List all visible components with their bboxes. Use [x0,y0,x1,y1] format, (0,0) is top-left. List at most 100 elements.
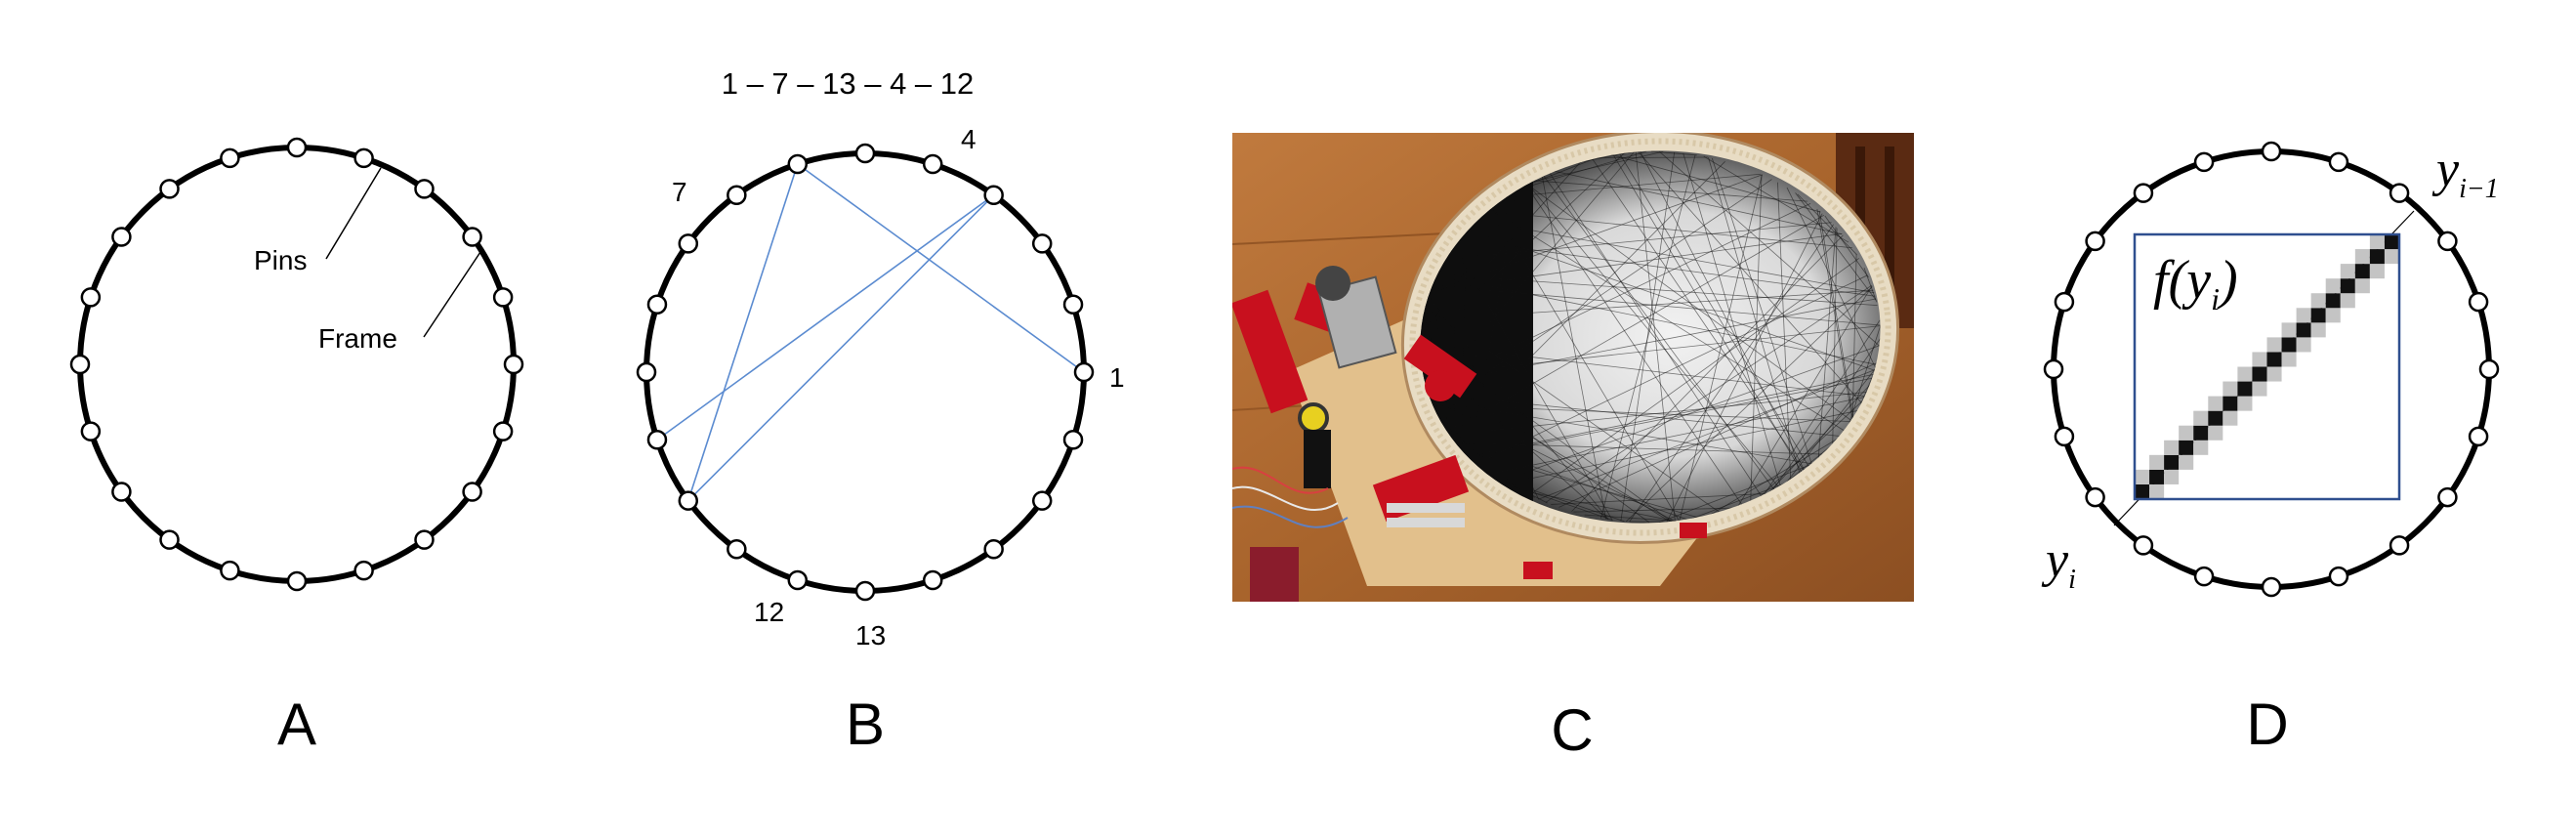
pin [159,529,180,550]
thread [1451,241,1613,521]
heatmap-cell [2164,440,2180,455]
heatmap-cell [2281,337,2297,353]
heatmap-cell [2384,234,2399,250]
thread [1548,170,1764,499]
pin [2478,358,2500,380]
thread [1511,484,1613,521]
heatmap-cell [2223,396,2238,411]
thread [1524,181,1782,490]
heatmap-cell [2369,249,2385,265]
thread [1551,492,1775,505]
heatmap-cell [2179,440,2194,455]
thread [1635,151,1676,522]
heatmap-cell [2149,469,2165,484]
thread [1473,373,1877,456]
pin [286,570,308,592]
thread [1428,203,1811,388]
heatmap-cell [2237,396,2253,411]
pin [353,147,374,169]
pin [727,538,747,560]
thread [1786,187,1878,371]
thread [1472,219,1875,294]
thread [1763,379,1875,500]
thread [1817,227,1837,465]
panel-b: 1 – 7 – 13 – 4 – 12 1 4 7 12 13 B [636,66,1125,757]
heatmap-cell [2310,308,2326,323]
thread [1612,153,1805,476]
pin [2389,183,2410,203]
frame-circle-b [644,150,1087,594]
heatmap-cell [2325,308,2341,323]
thread [1419,179,1530,339]
pin-label-13: 13 [855,620,886,651]
thread [1760,319,1881,500]
pin [2437,486,2458,508]
thread [1571,234,1844,512]
pin [2193,566,2215,587]
pin [1062,294,1084,315]
panel-c-letter: C [1551,697,1593,763]
heatmap-cell [2252,352,2267,367]
pin [80,287,102,308]
function-heatmap [2135,234,2399,499]
pin [1073,361,1095,383]
heatmap-cell [2354,264,2370,279]
thread [1481,210,1853,249]
pin [220,560,240,581]
heatmap-cell [2340,278,2355,294]
panel-d-letter: D [2246,692,2288,757]
heatmap-cell [2340,264,2355,279]
string-segment [656,194,995,441]
thread [1489,202,1681,522]
sequence-label: 1 – 7 – 13 – 4 – 12 [722,66,975,101]
pin [636,361,657,383]
heatmap-cell [2281,322,2297,338]
panel-a: Pins Frame A [69,137,524,757]
thread [1590,156,1708,159]
thread [1629,224,1834,523]
thread [1426,174,1763,295]
pin [646,429,668,450]
heatmap-cell [2296,308,2311,323]
heatmap-cell [2296,337,2311,353]
pin [492,287,514,308]
heatmap-cell [2369,264,2385,279]
pin [678,490,699,511]
thread [1462,225,1468,445]
pin [111,482,132,502]
string-segment [797,163,1085,373]
thread [1573,507,1740,513]
pin-label-1: 1 [1109,362,1125,393]
heatmap-cell [2310,322,2326,338]
pin [353,560,374,581]
pin [2261,576,2282,598]
thread [1433,273,1879,366]
pin [2193,151,2215,173]
heatmap-cell [2193,425,2209,441]
heatmap-cell [2325,278,2341,294]
thread [1453,161,1725,435]
pin [2133,183,2154,203]
pin [2085,486,2105,508]
thread [1845,325,1881,437]
thread [1433,273,1878,307]
thread [1708,157,1802,478]
thread [1625,286,1873,523]
pin [462,482,482,502]
pin [2437,231,2458,252]
pin [2054,426,2075,447]
heatmap-cell [2237,366,2253,382]
thread [1523,181,1744,508]
thread [1797,193,1857,255]
heatmap-cell [2354,249,2370,265]
heatmap-cell [2179,454,2194,470]
heatmap-cell [2369,234,2385,250]
thread [1427,298,1877,386]
string-segment [687,194,995,502]
pin [111,227,132,247]
heatmap-cell [2135,483,2150,499]
thread [1591,157,1807,475]
pin [922,569,943,591]
thread [1558,361,1879,508]
pin [2468,426,2489,447]
